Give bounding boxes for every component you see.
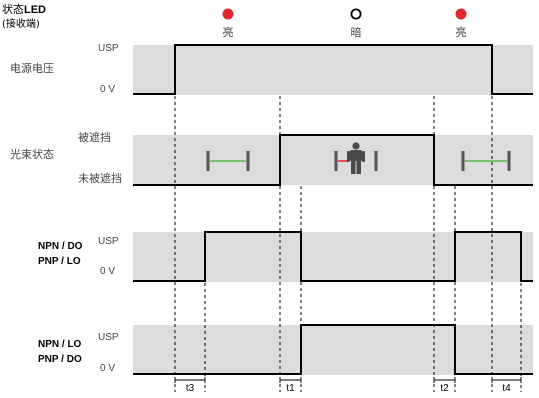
led-on-indicator (222, 8, 234, 20)
time-label-t1: t1 (286, 383, 295, 394)
beam-low-label: 未被遮挡 (78, 171, 122, 185)
npn-do-low-label: 0 V (100, 266, 115, 277)
beam-clear-icon (206, 151, 250, 171)
npn-lo-high-label: USP (98, 332, 119, 343)
beam-band (133, 135, 533, 185)
time-label-t3: t3 (186, 383, 195, 394)
beam-row-label: 光束状态 (10, 147, 54, 161)
led-state-label: 亮 (456, 25, 467, 39)
led-on-indicator (455, 8, 467, 20)
npn-lo-label-2: PNP / DO (38, 354, 82, 365)
led-state-label: 暗 (351, 25, 362, 39)
person-icon (347, 142, 365, 174)
power-band (133, 45, 533, 95)
beam-high-label: 被遮挡 (78, 130, 111, 144)
led-header-subtitle: (接收端) (2, 17, 40, 30)
npn-lo-band (133, 325, 533, 375)
npn-lo-low-label: 0 V (100, 363, 115, 374)
power-signal (133, 44, 533, 95)
npn-do-band (133, 232, 533, 282)
led-off-indicator (350, 8, 362, 20)
timing-reference-lines (174, 96, 522, 392)
beam-signal (133, 134, 533, 186)
time-label-t4: t4 (502, 383, 511, 394)
led-state-label: 亮 (223, 25, 234, 39)
time-label-t2: t2 (440, 383, 449, 394)
led-header-title: 状态LED (2, 2, 46, 16)
power-low-label: 0 V (100, 84, 115, 95)
npn-lo-signal (133, 324, 533, 375)
npn-do-label-1: NPN / DO (38, 241, 83, 252)
beam-blocked-icon (334, 142, 378, 174)
time-brackets (174, 377, 522, 383)
npn-lo-label-1: NPN / LO (38, 339, 82, 350)
power-high-label: USP (98, 43, 119, 54)
beam-clear-icon (461, 151, 511, 171)
power-row-label: 电源电压 (10, 61, 54, 75)
npn-do-label-2: PNP / LO (38, 256, 81, 267)
npn-do-high-label: USP (98, 236, 119, 247)
npn-do-signal (133, 231, 533, 282)
